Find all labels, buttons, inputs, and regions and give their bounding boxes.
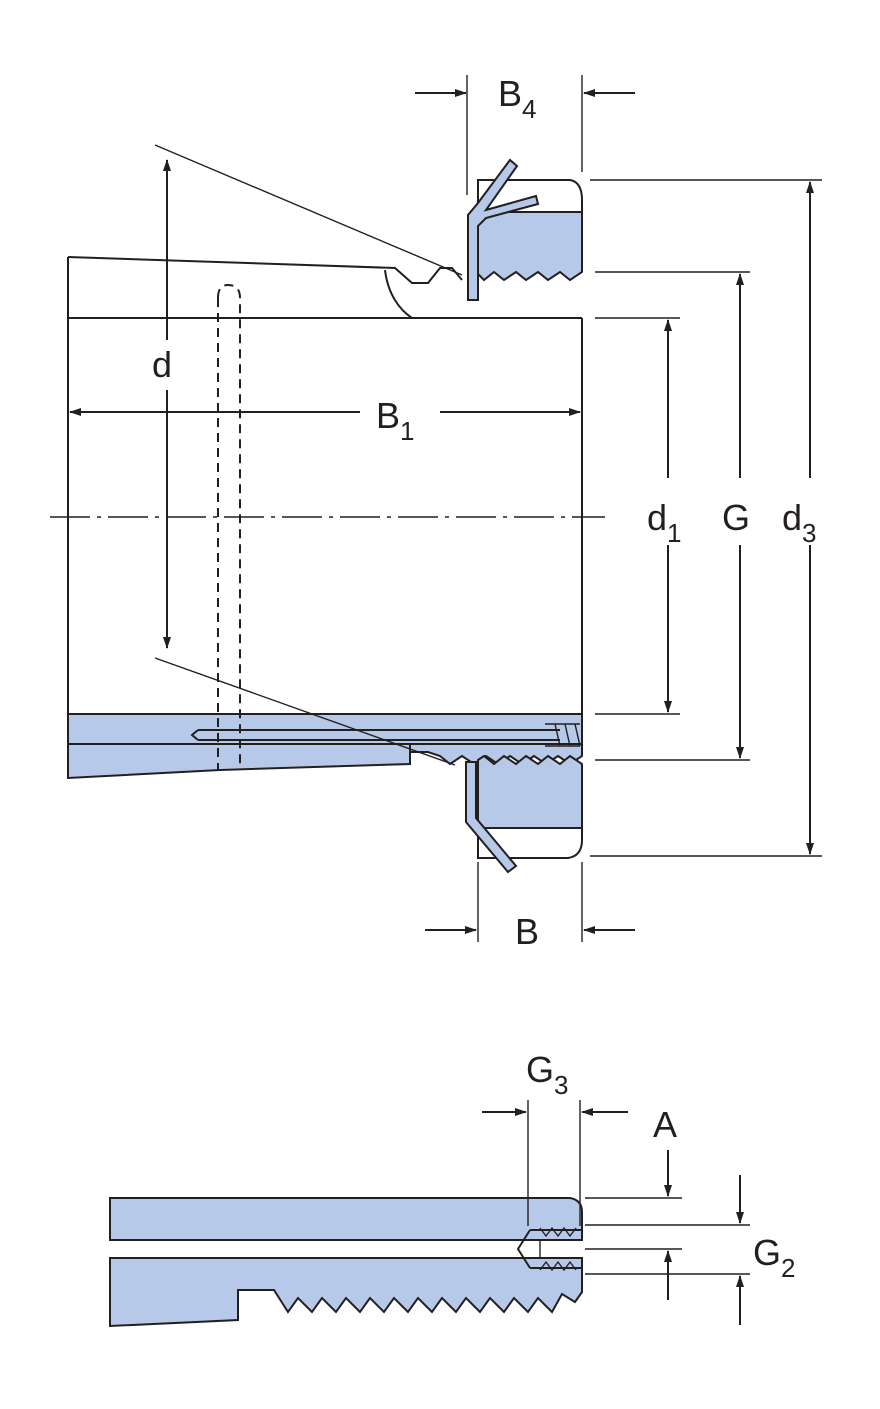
hidden-oil-channel — [217, 283, 241, 770]
label-d1: d — [647, 497, 667, 538]
oil-duct-detail — [109, 1197, 583, 1328]
label-g3: G — [526, 1049, 554, 1090]
dimension-a: A — [585, 1104, 682, 1300]
svg-text:B1: B1 — [376, 395, 414, 446]
label-g2: G — [753, 1232, 781, 1273]
taper-line-top — [154, 144, 463, 276]
label-d3: d — [782, 497, 802, 538]
label-g: G — [722, 497, 750, 538]
label-a: A — [653, 1104, 677, 1145]
label-b1-sub: 1 — [400, 416, 414, 446]
dimension-b1: B1 — [69, 395, 581, 446]
dimension-b: B — [425, 862, 635, 952]
svg-text:G2: G2 — [753, 1232, 795, 1283]
label-g2-sub: 2 — [781, 1253, 795, 1283]
svg-text:d1: d1 — [647, 497, 682, 548]
svg-text:G3: G3 — [526, 1049, 568, 1100]
lock-nut-lower — [477, 754, 583, 859]
lock-washer-lower — [465, 761, 518, 874]
taper-line-bottom — [154, 657, 456, 766]
label-d1-sub: 1 — [667, 518, 681, 548]
dimension-g2: G2 — [585, 1175, 795, 1325]
svg-text:d3: d3 — [782, 497, 817, 548]
svg-text:B4: B4 — [498, 73, 536, 124]
dimension-d3: d3 — [590, 179, 822, 857]
label-b4-sub: 4 — [522, 94, 536, 124]
label-d: d — [152, 344, 172, 385]
label-b4: B — [498, 73, 522, 114]
label-g3-sub: 3 — [554, 1070, 568, 1100]
dimension-g3: G3 — [482, 1049, 628, 1226]
label-d3-sub: 3 — [802, 518, 816, 548]
lock-washer-upper — [467, 158, 540, 301]
label-b: B — [515, 911, 539, 952]
dimension-b4: B4 — [415, 73, 635, 195]
dimension-g: G — [595, 271, 750, 761]
dimension-d: d — [152, 159, 172, 649]
label-b1: B — [376, 395, 400, 436]
dimension-d1: d1 — [595, 317, 682, 715]
lock-nut-upper — [477, 179, 583, 282]
